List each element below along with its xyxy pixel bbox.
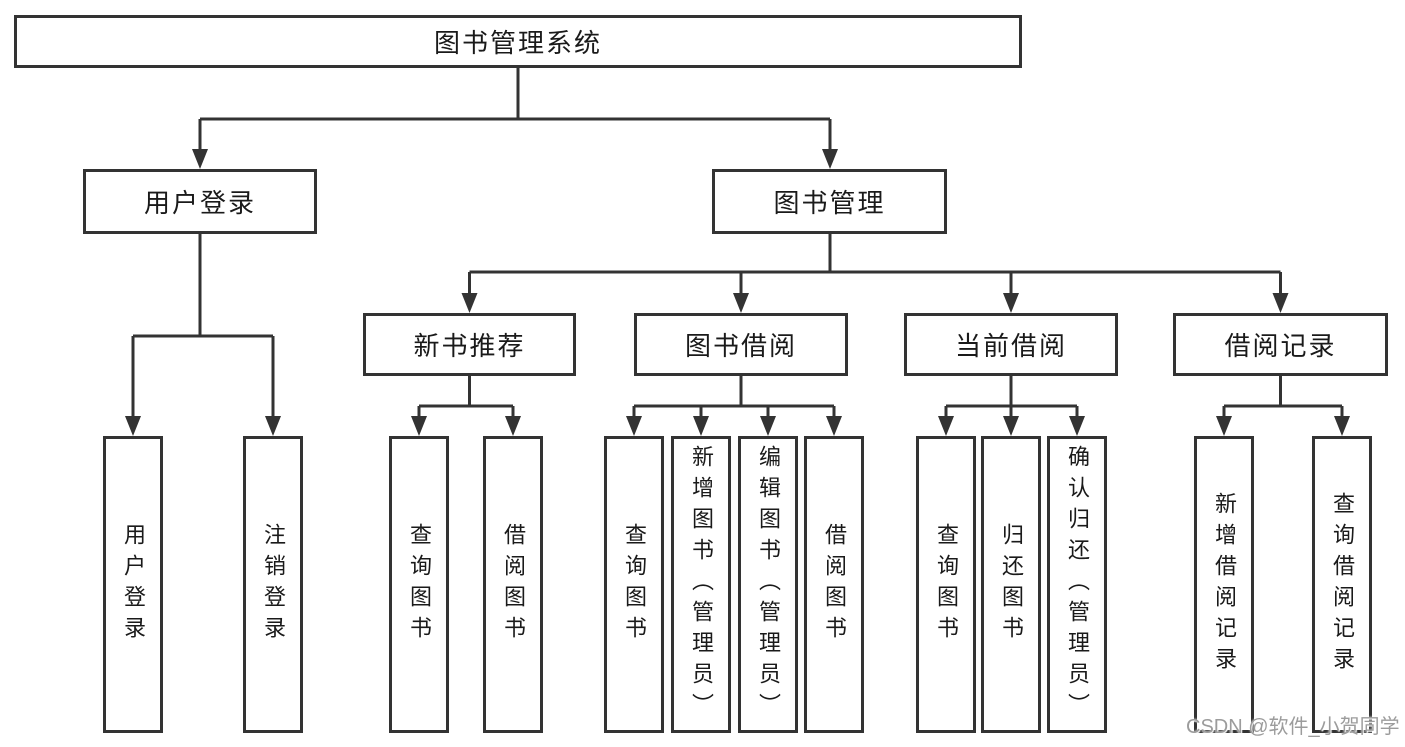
leaf-query-books-current: 查询图书 (916, 436, 976, 733)
node-user-login: 用户登录 (83, 169, 317, 234)
leaf-logout: 注销登录 (243, 436, 303, 733)
leaf-label: 注销登录 (261, 522, 286, 647)
leaf-add-book-admin: 新增图书（管理员） (671, 436, 731, 733)
leaf-label: 归还图书 (999, 522, 1024, 647)
leaf-label: 查询图书 (622, 522, 647, 647)
leaf-borrow-books-recommend: 借阅图书 (483, 436, 543, 733)
leaf-label: 新增图书（管理员） (689, 445, 714, 724)
node-label: 图书借阅 (684, 331, 797, 361)
leaf-label: 查询借阅记录 (1330, 491, 1355, 678)
leaf-return-book: 归还图书 (981, 436, 1041, 733)
node-library-management-system: 图书管理系统 (14, 15, 1022, 68)
leaf-add-borrow-record: 新增借阅记录 (1194, 436, 1254, 733)
csdn-watermark: CSDN @软件_小贺同学 (1186, 716, 1400, 738)
leaf-label: 借阅图书 (822, 522, 847, 647)
leaf-label: 借阅图书 (501, 522, 526, 647)
leaf-query-books-recommend: 查询图书 (389, 436, 449, 733)
node-label: 当前借阅 (954, 331, 1067, 361)
node-borrowing-records: 借阅记录 (1173, 313, 1388, 376)
leaf-borrow-books: 借阅图书 (804, 436, 864, 733)
leaf-edit-book-admin: 编辑图书（管理员） (738, 436, 798, 733)
node-label: 用户登录 (143, 188, 256, 218)
leaf-label: 用户登录 (121, 522, 146, 647)
leaf-label: 查询图书 (934, 522, 959, 647)
leaf-query-books-borrow: 查询图书 (604, 436, 664, 733)
leaf-label: 确认归还（管理员） (1065, 445, 1090, 724)
node-current-borrowing: 当前借阅 (904, 313, 1118, 376)
node-new-book-recommendation: 新书推荐 (363, 313, 576, 376)
node-label: 图书管理 (773, 188, 886, 218)
node-book-management: 图书管理 (712, 169, 947, 234)
node-label: 图书管理系统 (433, 28, 602, 58)
leaf-confirm-return-admin: 确认归还（管理员） (1047, 436, 1107, 733)
leaf-query-borrow-record: 查询借阅记录 (1312, 436, 1372, 733)
node-book-borrowing: 图书借阅 (634, 313, 848, 376)
leaf-label: 新增借阅记录 (1212, 491, 1237, 678)
leaf-label: 编辑图书（管理员） (756, 445, 781, 724)
node-label: 借阅记录 (1224, 331, 1337, 361)
leaf-user-login: 用户登录 (103, 436, 163, 733)
leaf-label: 查询图书 (407, 522, 432, 647)
node-label: 新书推荐 (413, 331, 526, 361)
